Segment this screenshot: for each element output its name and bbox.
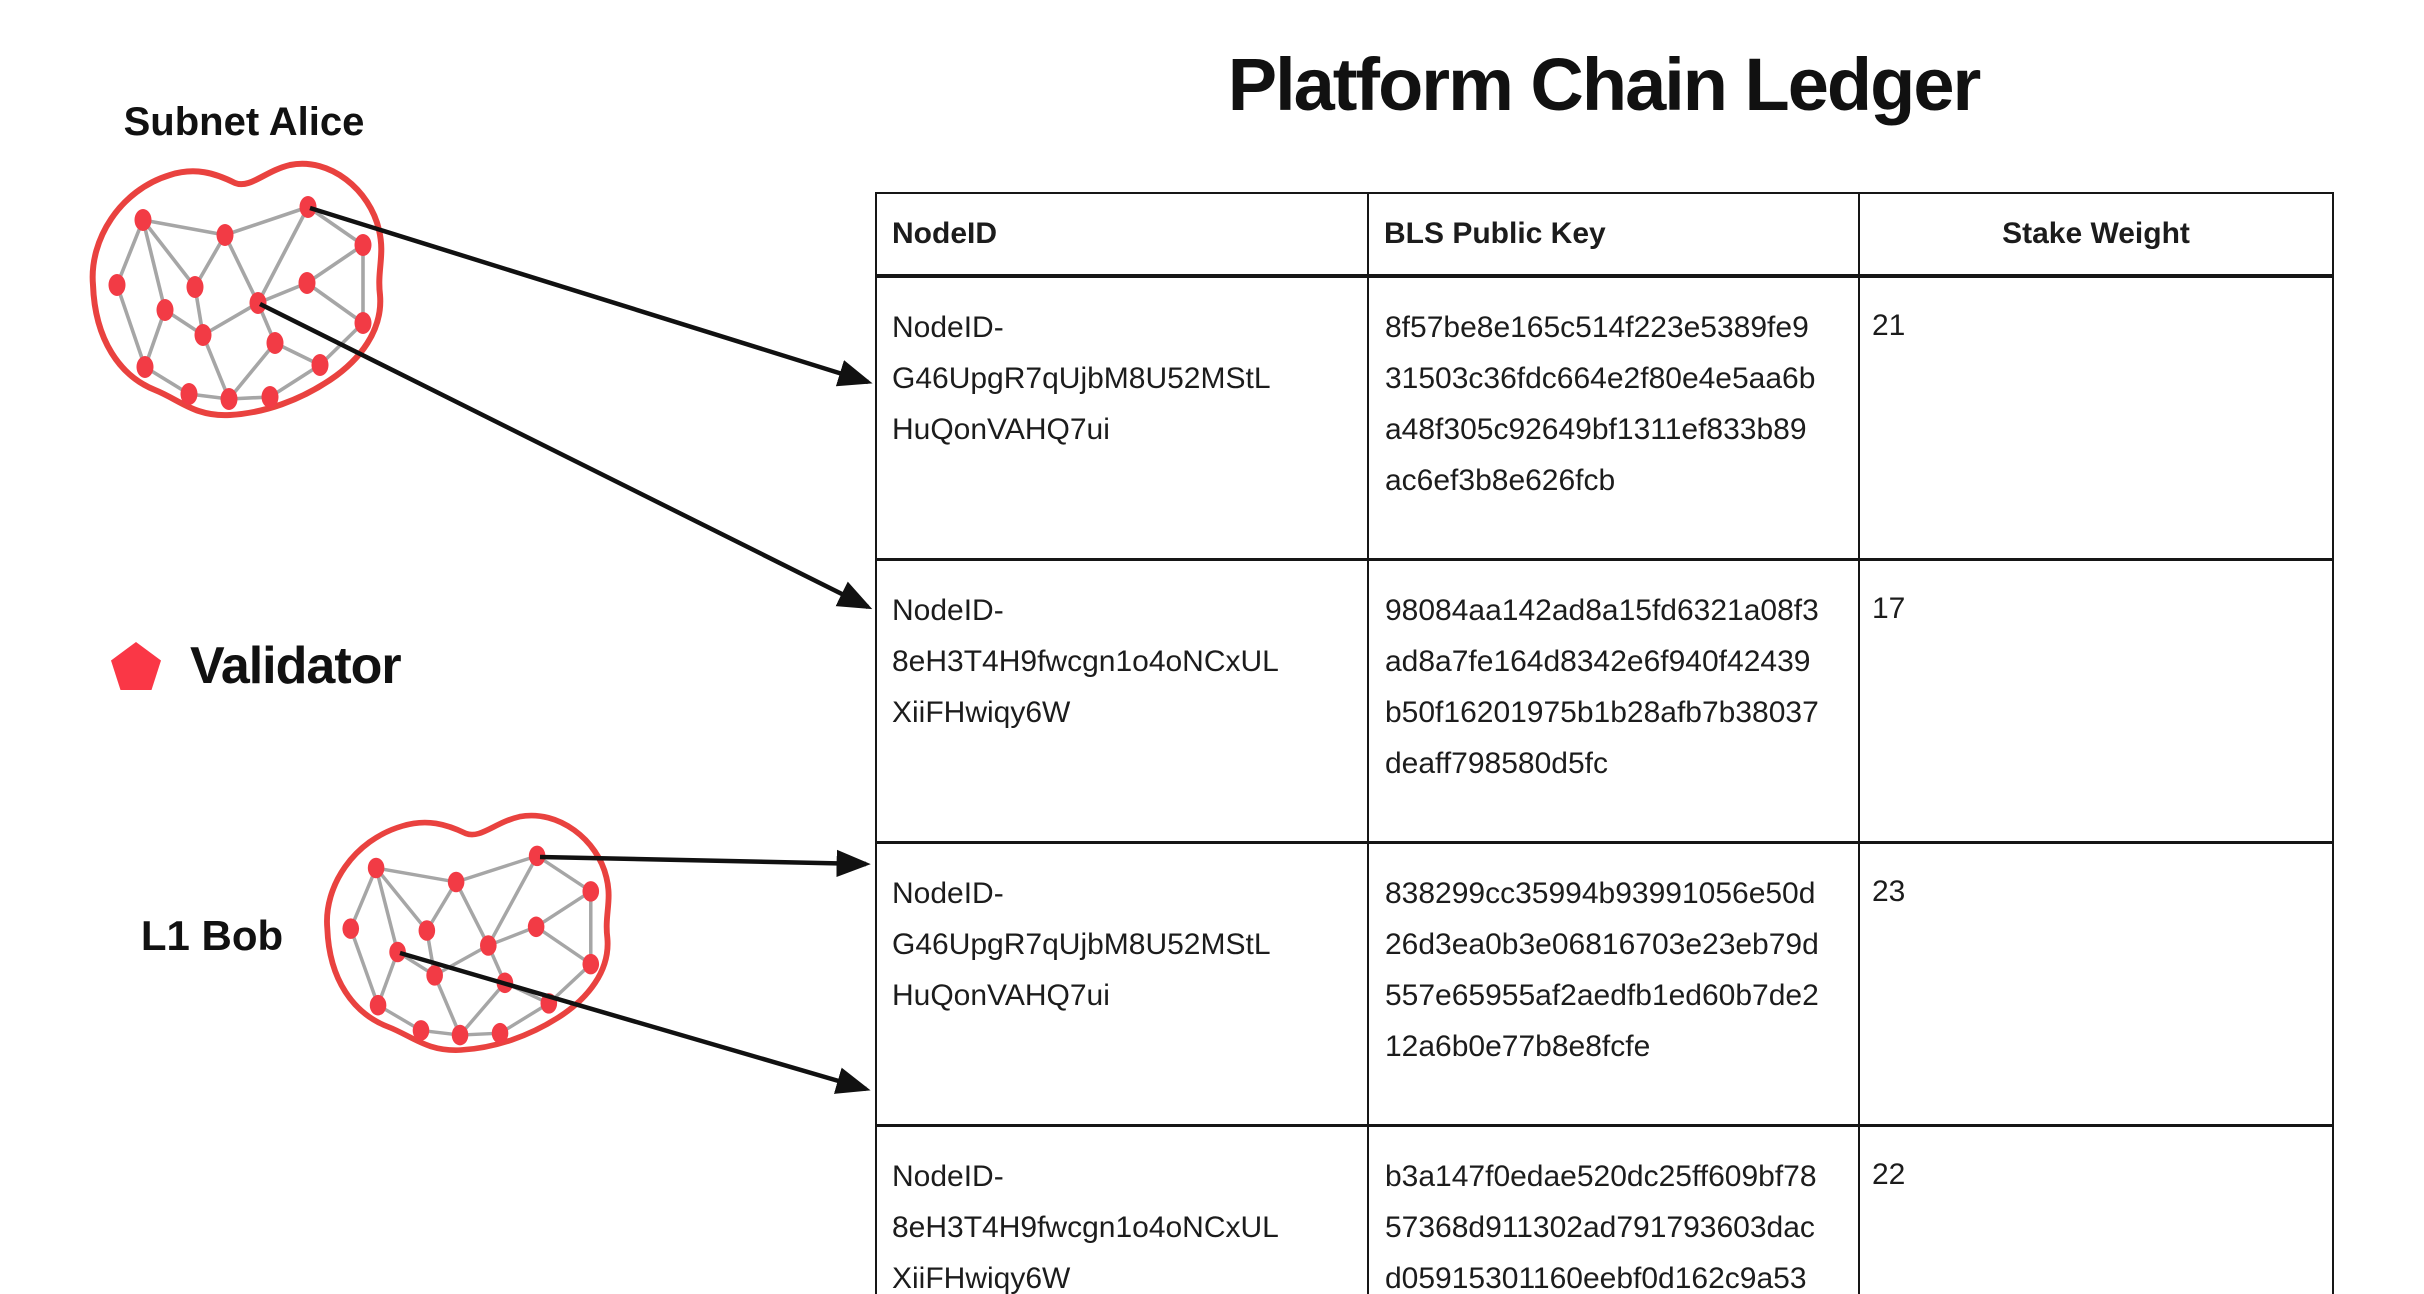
l1-bob-boundary xyxy=(324,812,612,1053)
network-edge xyxy=(349,867,378,930)
network-edge xyxy=(454,881,490,947)
bls-public-key-cell: b3a147f0edae520dc25ff609bf7857368d911302… xyxy=(1367,1124,1860,1294)
table-row: NodeID-G46UpgR7qUjbM8U52MStLHuQonVAHQ7ui… xyxy=(875,841,2334,1127)
network-edge xyxy=(142,218,226,237)
network-edge xyxy=(202,301,259,337)
validator-node xyxy=(249,292,267,314)
validator-node xyxy=(367,857,385,879)
bls-public-key-cell: 8f57be8e165c514f223e5389fe931503c36fdc66… xyxy=(1367,274,1860,561)
network-edge xyxy=(224,205,309,237)
validator-node xyxy=(354,312,372,334)
network-edge xyxy=(374,867,400,953)
column-header-stake-weight: Stake Weight xyxy=(1858,192,2334,278)
column-header-bls-public-key: BLS Public Key xyxy=(1367,192,1860,278)
validator-node xyxy=(108,274,126,296)
network-edge xyxy=(535,889,592,929)
subnet-alice-label: Subnet Alice xyxy=(123,100,365,144)
stake-weight-cell: 17 xyxy=(1858,558,2334,844)
table-row: NodeID-G46UpgR7qUjbM8U52MStLHuQonVAHQ7ui… xyxy=(875,274,2334,561)
validator-node xyxy=(299,196,317,218)
column-header-nodeid: NodeID xyxy=(875,192,1369,278)
validator-legend: Validator xyxy=(110,636,402,696)
network-edge xyxy=(305,243,365,285)
node-id-cell: NodeID-G46UpgR7qUjbM8U52MStLHuQonVAHQ7ui xyxy=(875,274,1369,561)
validator-node xyxy=(412,1020,430,1041)
bls-public-key-cell: 838299cc35994b93991056e50d26d3ea0b3e0681… xyxy=(1367,841,1860,1127)
bls-public-key-cell: 98084aa142ad8a15fd6321a08f3ad8a7fe164d83… xyxy=(1367,558,1860,844)
validator-node xyxy=(480,935,497,956)
validator-node xyxy=(447,871,465,893)
network-edge xyxy=(201,334,231,400)
validator-node xyxy=(496,972,514,994)
node-id-cell: NodeID-8eH3T4H9fwcgn1o4oNCxULXiiFHwiqy6W xyxy=(875,1124,1369,1294)
validator-node xyxy=(540,993,558,1014)
network-edge xyxy=(535,925,592,966)
validator-node xyxy=(418,920,436,941)
network-edge xyxy=(433,944,490,977)
network-edge xyxy=(374,866,429,932)
validator-node xyxy=(220,388,238,410)
platform-chain-ledger-table: NodeID BLS Public Key Stake Weight NodeI… xyxy=(875,192,2334,1294)
validator-node xyxy=(261,386,279,408)
validator-node xyxy=(389,941,406,963)
validator-node xyxy=(582,881,600,902)
validator-node xyxy=(156,299,174,321)
validator-node xyxy=(342,918,360,939)
network-edge xyxy=(256,206,310,304)
validator-node xyxy=(369,994,387,1016)
l1-bob-network xyxy=(300,798,622,1078)
subnet-alice-network xyxy=(65,145,395,445)
subnet-alice-boundary xyxy=(89,160,385,419)
validator-node xyxy=(527,916,545,938)
validator-node xyxy=(298,272,316,294)
network-edge xyxy=(487,925,537,948)
l1-bob-label: L1 Bob xyxy=(140,912,284,959)
network-edge xyxy=(115,219,145,286)
validator-node xyxy=(582,953,600,975)
network-edge xyxy=(375,866,457,884)
stake-weight-cell: 23 xyxy=(1858,841,2334,1127)
network-edge xyxy=(536,854,592,893)
validator-node xyxy=(194,324,212,346)
validator-node xyxy=(136,356,154,378)
network-edge xyxy=(115,284,147,368)
validator-node xyxy=(354,234,372,256)
network-edge xyxy=(305,281,365,325)
node-id-cell: NodeID-G46UpgR7qUjbM8U52MStLHuQonVAHQ7ui xyxy=(875,841,1369,1127)
validator-node xyxy=(186,276,204,298)
validator-node xyxy=(426,965,443,986)
pentagon-icon xyxy=(111,642,161,690)
validator-legend-label: Validator xyxy=(190,637,402,695)
validator-node xyxy=(134,209,152,231)
node-id-cell: NodeID-8eH3T4H9fwcgn1o4oNCxULXiiFHwiqy6W xyxy=(875,558,1369,844)
page-title: Platform Chain Ledger xyxy=(1227,43,1982,126)
network-edge xyxy=(306,205,365,247)
stake-weight-cell: 21 xyxy=(1858,274,2334,561)
network-edge xyxy=(141,218,197,289)
validator-node xyxy=(311,354,329,376)
network-edge xyxy=(141,219,167,311)
validator-node xyxy=(266,332,284,354)
validator-node xyxy=(491,1022,509,1044)
validator-node xyxy=(451,1024,469,1046)
network-edge xyxy=(257,281,308,305)
table-header-row: NodeID BLS Public Key Stake Weight xyxy=(875,192,2334,278)
stake-weight-cell: 22 xyxy=(1858,1124,2334,1294)
validator-node xyxy=(528,845,546,867)
validator-node xyxy=(180,383,198,405)
table-row: NodeID-8eH3T4H9fwcgn1o4oNCxULXiiFHwiqy6W… xyxy=(875,558,2334,844)
validator-node xyxy=(216,224,234,246)
network-edge xyxy=(455,854,538,884)
network-edge xyxy=(349,928,380,1006)
network-edge xyxy=(486,855,539,947)
table-row: NodeID-8eH3T4H9fwcgn1o4oNCxULXiiFHwiqy6W… xyxy=(875,1124,2334,1294)
network-edge xyxy=(223,234,260,304)
